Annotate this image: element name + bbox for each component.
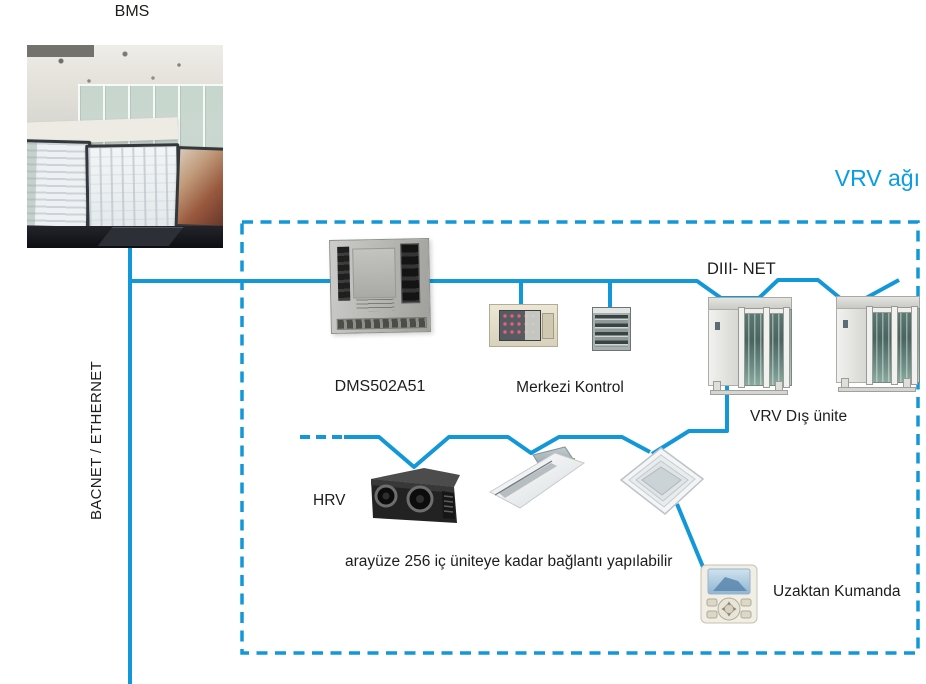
monitor-left (27, 139, 92, 231)
hrv-vent-slats (443, 495, 454, 513)
hrv-port-center (382, 492, 390, 500)
outdoor-unit-post (866, 305, 874, 386)
outdoor-unit-base (837, 387, 917, 392)
hrv-unit-drawing (371, 468, 460, 523)
bms-control-room-photo (27, 45, 223, 248)
gateway-label: DMS502A51 (334, 378, 426, 395)
central-control-label: Merkezi Kontrol (516, 379, 624, 396)
gateway-right-terminal-strip (399, 242, 421, 304)
gateway-left-terminal-strip (337, 247, 350, 301)
outdoor-unit-base (709, 390, 789, 395)
remote-button (740, 610, 752, 619)
touch-controller-image (489, 304, 558, 347)
schedule-controller-image (592, 307, 631, 351)
hrv-port-center (416, 495, 424, 503)
touch-controller-screen (498, 310, 541, 342)
outdoor-unit-front-panel (836, 307, 871, 384)
vrv-network-boundary (240, 220, 920, 655)
ceiling-cassette-2way-image (488, 446, 586, 510)
outdoor-unit-logo (714, 321, 720, 330)
touch-controller-screen-light (525, 311, 540, 341)
monitor-left-screen (27, 142, 88, 228)
monitor-right (174, 145, 223, 229)
photo-dark-corner (27, 45, 94, 58)
cassette-center-grille (641, 466, 682, 496)
remote-controller-label: Uzaktan Kumanda (773, 583, 901, 600)
diii-net-label: DIII- NET (707, 260, 776, 278)
cassette-slit-line (494, 460, 553, 496)
outdoor-unit-front-panel (708, 308, 743, 387)
monitor-right-screen (177, 148, 223, 226)
capacity-note-label: arayüze 256 iç üniteye kadar bağlantı ya… (345, 553, 673, 570)
dms502a51-gateway-image (329, 237, 431, 335)
remote-button (706, 598, 718, 607)
control-bus-line (130, 278, 900, 300)
outdoor-unit-logo (842, 320, 848, 329)
hrv-front-top-shade (371, 479, 454, 493)
hrv-label: HRV (313, 492, 346, 509)
remote-button (706, 610, 718, 619)
remote-dpad-arrows (721, 601, 737, 617)
bms-label: BMS (114, 3, 150, 20)
bacnet-ethernet-label: BACNET / ETHERNET (88, 361, 105, 521)
outdoor-to-indoor-line (650, 384, 729, 456)
remote-controller-drawing (700, 564, 758, 624)
schedule-controller-slats (595, 314, 628, 347)
cassette-air-outlet (499, 463, 557, 498)
vrv-outdoor-unit-1-image (708, 297, 792, 395)
outdoor-unit-post (890, 305, 898, 386)
touch-controller-side-buttons (542, 313, 555, 339)
gateway-terminal-row (336, 317, 427, 331)
hrv-top-face (371, 468, 460, 487)
outdoor-unit-post (783, 306, 790, 389)
vrv-network-title: VRV ağı (834, 165, 920, 191)
remote-lcd-content (713, 577, 747, 591)
vrv-outdoor-unit-2-image (836, 296, 920, 392)
monitor-center-screen (88, 146, 178, 238)
cassette-panel (488, 452, 586, 509)
outdoor-unit-post (738, 306, 746, 389)
ceiling-cassette-2way-drawing (488, 446, 586, 509)
outdoor-unit-post (911, 305, 918, 386)
gateway-print-label (356, 298, 395, 312)
hrv-unit-image (368, 467, 463, 526)
remote-controller-image (700, 564, 758, 624)
remote-button (740, 598, 752, 607)
ceiling-cassette-round-drawing (619, 447, 705, 515)
ceiling-cassette-round-image (616, 447, 706, 517)
gateway-panel (351, 247, 396, 299)
remote-dpad-center (724, 604, 734, 614)
outdoor-unit-label: VRV Dış ünite (750, 408, 848, 425)
remote-controller-line (675, 503, 705, 568)
indoor-branch-line (344, 435, 651, 469)
hrv-side-vent (442, 491, 455, 519)
outdoor-unit-post (762, 306, 770, 389)
